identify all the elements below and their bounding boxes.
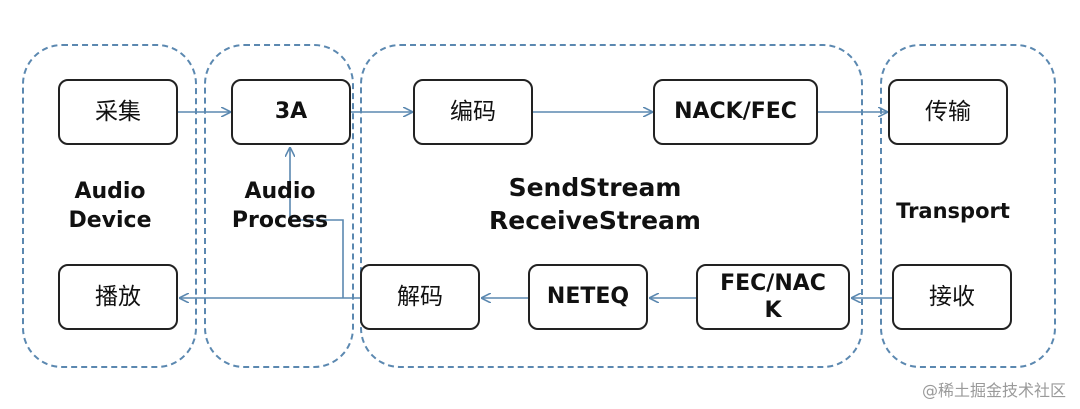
- watermark: @稀土掘金技术社区: [921, 381, 1066, 400]
- group-audio-device: [22, 44, 197, 368]
- node-encode: 编码: [413, 79, 533, 145]
- edge-decode-3a-feedback: [290, 148, 344, 298]
- label-audio-device: Audio Device: [68, 179, 152, 233]
- group-stream: [360, 44, 863, 368]
- node-3a: 3A: [231, 79, 351, 145]
- node-neteq: NETEQ: [528, 264, 648, 330]
- group-audio-process: [204, 44, 354, 368]
- node-playback: 播放: [58, 264, 178, 330]
- group-transport: [880, 44, 1056, 368]
- node-transmit: 传输: [888, 79, 1008, 145]
- node-receive: 接收: [892, 264, 1012, 330]
- node-decode: 解码: [360, 264, 480, 330]
- label-audio-process: Audio Process: [231, 179, 329, 233]
- node-nack-fec: NACK/FEC: [653, 79, 818, 145]
- label-stream: SendStream ReceiveStream: [489, 173, 701, 235]
- node-fec-nack: FEC/NAC K: [696, 264, 850, 330]
- node-capture: 采集: [58, 79, 178, 145]
- label-transport: Transport: [896, 199, 1010, 223]
